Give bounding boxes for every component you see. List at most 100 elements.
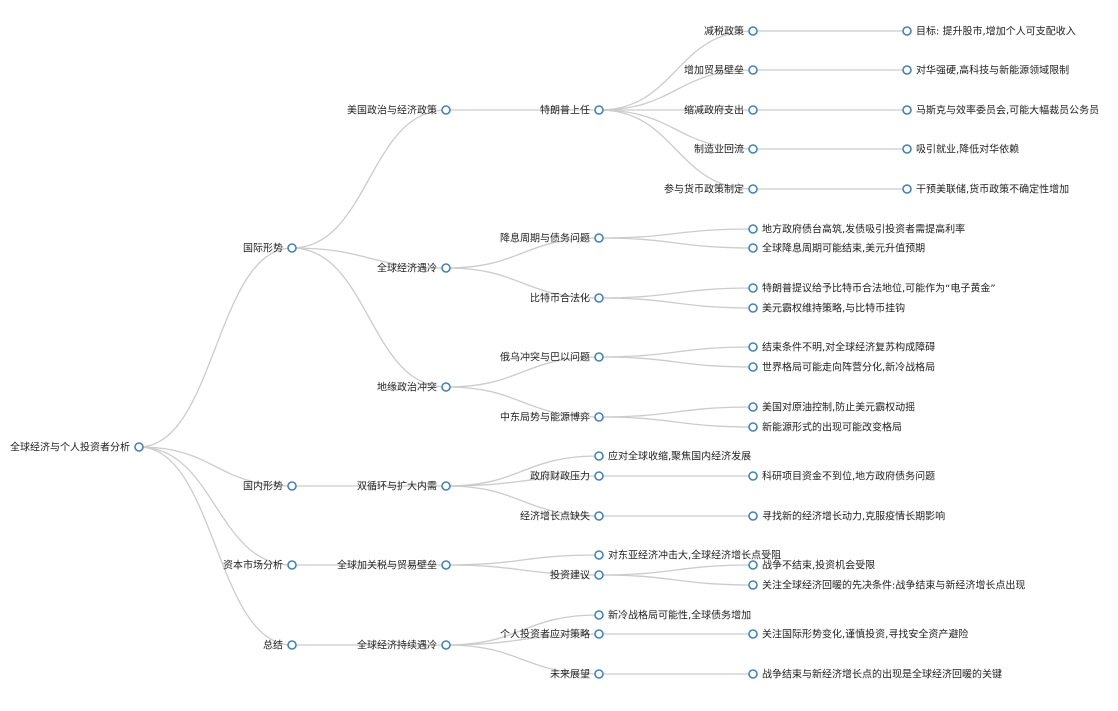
node-circle-dual-focus[interactable]	[594, 451, 604, 461]
node-dual[interactable]: 双循环与扩大内需	[357, 480, 451, 493]
node-cap[interactable]: 资本市场分析	[223, 559, 297, 572]
node-circle-btc-usd[interactable]	[748, 303, 758, 313]
node-rate[interactable]: 降息周期与债务问题	[500, 232, 604, 245]
node-circle-monetary[interactable]	[748, 184, 758, 194]
node-circle-tariff-ea[interactable]	[594, 550, 604, 560]
node-circle-fiscal-rd[interactable]	[748, 471, 758, 481]
node-circle-war[interactable]	[594, 352, 604, 362]
node-circle-tax[interactable]	[748, 26, 758, 36]
node-circle-war-world[interactable]	[748, 362, 758, 372]
node-circle-sum-cold[interactable]	[594, 610, 604, 620]
node-tariff-ea[interactable]: 对东亚经济冲击大,全球经济增长点受阻	[594, 549, 781, 562]
node-intl[interactable]: 国际形势	[243, 242, 297, 255]
node-rate-local[interactable]: 地方政府债台高筑,发债吸引投资者需提高利率	[748, 223, 965, 236]
node-circle-btc-gold[interactable]	[748, 283, 758, 293]
node-circle-tariff[interactable]	[441, 560, 451, 570]
node-circle-btc[interactable]	[594, 293, 604, 303]
node-circle-geo[interactable]	[441, 382, 451, 392]
node-btc-gold[interactable]: 特朗普提议给予比特币合法地位,可能作为“电子黄金”	[748, 282, 996, 295]
node-rate-usd[interactable]: 全球降息周期可能结束,美元升值预期	[748, 242, 925, 255]
node-trump[interactable]: 特朗普上任	[540, 104, 604, 117]
node-circle-sumcool[interactable]	[441, 640, 451, 650]
node-indiv-watch[interactable]: 关注国际形势变化,谨慎投资,寻找安全资产避险	[748, 628, 968, 641]
node-circle-trade-china[interactable]	[902, 65, 912, 75]
node-root[interactable]: 全球经济与个人投资者分析	[10, 441, 144, 454]
node-circle-intl[interactable]	[287, 243, 297, 253]
node-tax[interactable]: 减税政策	[704, 25, 758, 38]
node-us[interactable]: 美国政治与经济政策	[347, 104, 451, 117]
node-future[interactable]: 未来展望	[550, 668, 604, 681]
link-tariff-ea	[445, 554, 600, 566]
node-fiscal-rd[interactable]: 科研项目资金不到位,地方政府债务问题	[748, 470, 935, 483]
node-label-war-world: 世界格局可能走向阵营分化,新冷战格局	[762, 361, 935, 374]
node-circle-war-end[interactable]	[748, 342, 758, 352]
node-circle-rate[interactable]	[594, 233, 604, 243]
node-war-world[interactable]: 世界格局可能走向阵营分化,新冷战格局	[748, 361, 935, 374]
link-advice	[445, 564, 600, 576]
node-spend[interactable]: 缩减政府支出	[684, 104, 758, 117]
node-circle-trump[interactable]	[594, 105, 604, 115]
node-monetary[interactable]: 参与货币政策制定	[664, 183, 758, 196]
node-indiv[interactable]: 个人投资者应对策略	[500, 628, 604, 641]
node-circle-future[interactable]	[594, 669, 604, 679]
node-circle-spend[interactable]	[748, 105, 758, 115]
node-circle-dom[interactable]	[287, 481, 297, 491]
node-circle-me-oil[interactable]	[748, 402, 758, 412]
node-circle-cool[interactable]	[441, 263, 451, 273]
node-dual-focus[interactable]: 应对全球收缩,聚焦国内经济发展	[594, 450, 751, 463]
node-circle-tax-goal[interactable]	[902, 26, 912, 36]
node-circle-advice[interactable]	[594, 570, 604, 580]
node-circle-mfg[interactable]	[748, 144, 758, 154]
node-growth[interactable]: 经济增长点缺失	[520, 510, 604, 523]
node-monetary-fed[interactable]: 干预美联储,货币政策不确定性增加	[902, 183, 1069, 196]
node-circle-advice-war[interactable]	[748, 560, 758, 570]
node-war[interactable]: 俄乌冲突与巴以问题	[500, 351, 604, 364]
node-circle-mideast[interactable]	[594, 412, 604, 422]
node-circle-spend-musk[interactable]	[902, 105, 912, 115]
node-circle-advice-watch[interactable]	[748, 580, 758, 590]
node-circle-indiv[interactable]	[594, 629, 604, 639]
node-tax-goal[interactable]: 目标: 提升股市,增加个人可支配收入	[902, 25, 1076, 38]
node-circle-indiv-watch[interactable]	[748, 629, 758, 639]
node-mfg-jobs[interactable]: 吸引就业,降低对华依赖	[902, 143, 1019, 156]
node-advice-war[interactable]: 战争不结束,投资机会受限	[748, 559, 875, 572]
node-spend-musk[interactable]: 马斯克与效率委员会,可能大幅裁员公务员	[902, 104, 1099, 117]
node-war-end[interactable]: 结束条件不明,对全球经济复苏构成障碍	[748, 341, 935, 354]
node-trade-china[interactable]: 对华强硬,高科技与新能源领域限制	[902, 64, 1069, 77]
node-tariff[interactable]: 全球加关税与贸易壁垒	[337, 559, 451, 572]
node-circle-cap[interactable]	[287, 560, 297, 570]
node-sum[interactable]: 总结	[263, 639, 297, 652]
node-dom[interactable]: 国内形势	[243, 480, 297, 493]
node-btc-usd[interactable]: 美元霸权维持策略,与比特币挂钩	[748, 302, 905, 315]
node-geo[interactable]: 地缘政治冲突	[377, 381, 451, 394]
node-circle-mfg-jobs[interactable]	[902, 144, 912, 154]
link-us	[291, 109, 447, 249]
node-advice-watch[interactable]: 关注全球经济回暖的先决条件:战争结束与新经济增长点出现	[748, 579, 1025, 592]
node-growth-new[interactable]: 寻找新的经济增长动力,克服疫情长期影响	[748, 510, 945, 523]
node-circle-monetary-fed[interactable]	[902, 184, 912, 194]
node-fiscal[interactable]: 政府财政压力	[530, 470, 604, 483]
node-circle-root[interactable]	[134, 442, 144, 452]
node-circle-us[interactable]	[441, 105, 451, 115]
node-mideast[interactable]: 中东局势与能源博弈	[500, 411, 604, 424]
node-sum-cold[interactable]: 新冷战格局可能性,全球债务增加	[594, 609, 751, 622]
node-trade[interactable]: 增加贸易壁垒	[684, 64, 758, 77]
node-future-key[interactable]: 战争结束与新经济增长点的出现是全球经济回暖的关键	[748, 668, 1002, 681]
node-cool[interactable]: 全球经济遇冷	[377, 262, 451, 275]
node-btc[interactable]: 比特币合法化	[530, 292, 604, 305]
node-me-energy[interactable]: 新能源形式的出现可能改变格局	[748, 421, 902, 434]
node-sumcool[interactable]: 全球经济持续遇冷	[357, 639, 451, 652]
node-circle-trade[interactable]	[748, 65, 758, 75]
node-circle-growth[interactable]	[594, 511, 604, 521]
node-mfg[interactable]: 制造业回流	[694, 143, 758, 156]
node-circle-rate-usd[interactable]	[748, 243, 758, 253]
node-circle-sum[interactable]	[287, 640, 297, 650]
node-circle-me-energy[interactable]	[748, 422, 758, 432]
node-circle-growth-new[interactable]	[748, 511, 758, 521]
node-me-oil[interactable]: 美国对原油控制,防止美元霸权动摇	[748, 401, 915, 414]
node-circle-future-key[interactable]	[748, 669, 758, 679]
node-circle-fiscal[interactable]	[594, 471, 604, 481]
node-advice[interactable]: 投资建议	[550, 569, 604, 582]
node-circle-rate-local[interactable]	[748, 224, 758, 234]
node-circle-dual[interactable]	[441, 481, 451, 491]
